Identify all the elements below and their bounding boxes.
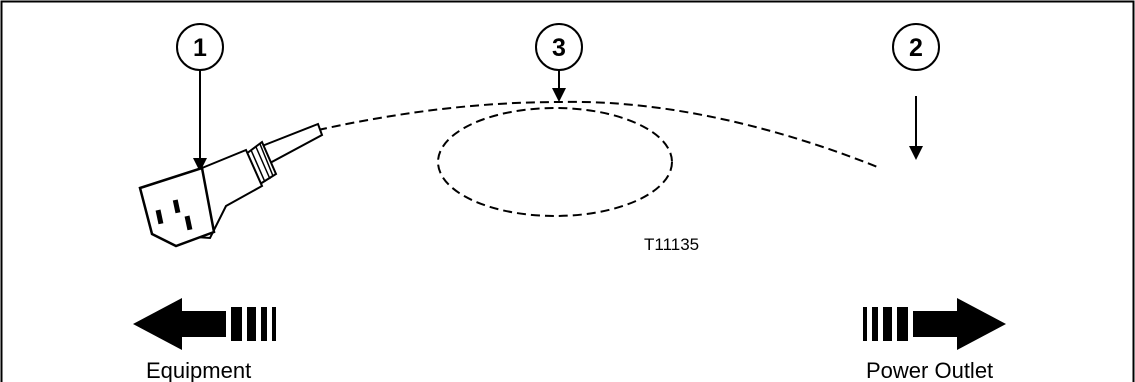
callout-2-circle xyxy=(892,23,940,71)
equipment-arrowhead xyxy=(133,298,182,350)
callout-3: 3 xyxy=(535,23,583,102)
connector-slot-left xyxy=(155,209,164,225)
callout-2: 2 xyxy=(892,23,940,160)
equipment-arrow-icon xyxy=(133,298,276,350)
cord-dashed-path xyxy=(317,100,881,169)
power-outlet-arrowhead xyxy=(957,298,1006,350)
cord-dashed-loop xyxy=(437,107,673,217)
equipment-label: Equipment xyxy=(146,358,251,382)
cord-cable xyxy=(260,122,324,166)
callout-2-number: 2 xyxy=(909,34,923,62)
power-outlet-arrow-icon xyxy=(863,298,1006,350)
power-connector xyxy=(138,122,324,248)
figure-code: T11135 xyxy=(644,235,699,254)
callout-2-arrowhead xyxy=(909,146,923,160)
power-outlet-label: Power Outlet xyxy=(866,358,993,382)
callout-3-arrowhead xyxy=(552,88,566,102)
callout-3-number: 3 xyxy=(552,34,566,62)
callout-1-number: 1 xyxy=(193,34,207,62)
connector-slot-right xyxy=(184,215,193,231)
callout-1-arrowhead xyxy=(193,158,207,172)
connector-slot-top xyxy=(172,199,181,214)
callout-1: 1 xyxy=(176,23,224,172)
